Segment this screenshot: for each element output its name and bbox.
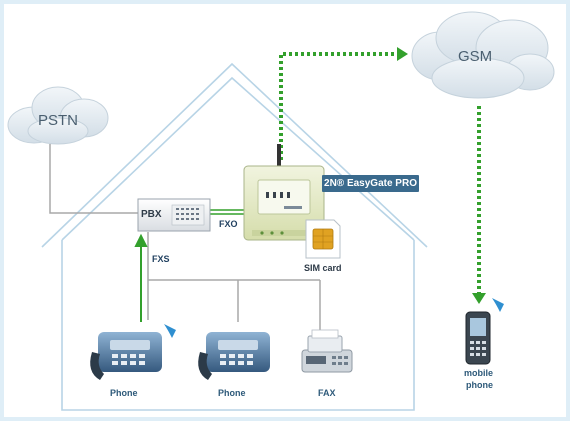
sim-card [305, 219, 341, 259]
fxo-link [210, 209, 244, 215]
mobile-phone-label-line2: phone [466, 380, 493, 390]
gateway-antenna [277, 144, 281, 168]
pbx-label: PBX [141, 209, 162, 220]
gateway-device [243, 144, 325, 241]
mobile-phone-label-line1: mobile [464, 368, 494, 378]
gsm-label: GSM [458, 48, 493, 65]
signal-icon [164, 298, 504, 338]
gateway-name-badge: 2N® EasyGate PRO [322, 175, 419, 192]
grey-wiring [49, 144, 321, 332]
phone-2-label: Phone [218, 388, 246, 398]
house-walls [61, 240, 415, 411]
phone-1-device [90, 332, 162, 380]
house-roof-inner [61, 76, 415, 241]
fax-label: FAX [318, 388, 336, 398]
phone-1-label: Phone [110, 388, 138, 398]
sim-card-label: SIM card [304, 263, 342, 273]
mobile-link-arrowhead [472, 293, 486, 304]
pstn-to-pbx-wire [49, 144, 138, 214]
gsm-dotted-links [279, 52, 481, 294]
pbx-box [137, 198, 211, 232]
pstn-cloud [7, 86, 109, 145]
gsm-link-arrowhead [397, 47, 408, 61]
mobile-phone-device [465, 311, 491, 365]
gateway-to-gsm-link [279, 52, 398, 160]
gsm-cloud [411, 11, 555, 99]
fxo-label: FXO [219, 219, 238, 229]
fxs-label: FXS [152, 254, 170, 264]
phone-2-device [198, 332, 270, 380]
fxs-link [134, 233, 148, 322]
pstn-label: PSTN [38, 112, 79, 129]
fax-device [301, 329, 353, 373]
